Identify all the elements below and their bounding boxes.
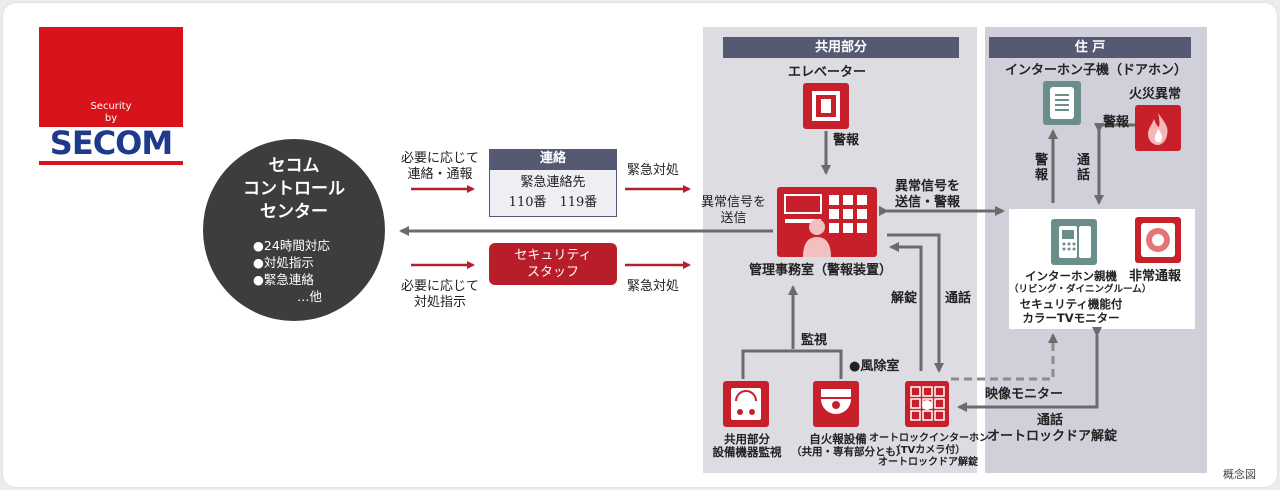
video-monitor-label: 映像モニター (985, 387, 1064, 402)
concept-note: 概念図 (1223, 468, 1256, 481)
cc-title-line: コントロール (243, 179, 345, 199)
contact-line-2: 110番 119番 (508, 195, 598, 210)
cc-service: ●24時間対応 (253, 238, 330, 253)
keypad-glyph (910, 386, 945, 421)
contact-box-body: 緊急連絡先 110番 119番 (489, 169, 617, 217)
instruct-note-line: 対処指示 (414, 295, 467, 310)
elevator-icon (803, 83, 849, 129)
dwelling-alarm-label: 警報 (1103, 115, 1130, 130)
equipment-caption-line: 共用部分 (724, 432, 770, 446)
signal-alarm-label: 異常信号を 送信・警報 (895, 179, 960, 211)
autolock-intercom-icon (905, 381, 949, 427)
meter-glyph (731, 388, 761, 420)
master-caption-line: （リビング・ダイニングルーム） (1009, 284, 1152, 295)
unlock-label: 解錠 (891, 291, 918, 306)
control-center-title: セコム コントロール センター (203, 155, 385, 224)
equipment-caption: 共用部分 設備機器監視 (703, 433, 791, 459)
management-room-label: 管理事務室（警報装置） (749, 263, 893, 278)
emergency-call-label: 非常通報 (1129, 269, 1182, 284)
master-intercom-icon (1051, 219, 1097, 265)
emergency-label-1: 緊急対処 (627, 163, 680, 178)
alarm-signal-line: 送信 (720, 211, 747, 226)
monitor-label: 監視 (801, 333, 828, 348)
master-intercom-glyph (1059, 226, 1091, 258)
staff-line: セキュリティ (514, 248, 592, 263)
talk-unlock-label: 通話 オートロックドア解錠 (987, 413, 1117, 445)
contact-box-header: 連絡 (489, 149, 617, 169)
secom-logo-band (39, 127, 183, 163)
alarm-signal-label: 異常信号を 送信 (701, 195, 766, 227)
fire-caption-line: 自火報設備 (809, 432, 867, 446)
logo-line-security: Security (90, 101, 132, 112)
fire-caption-line: （共用・専有部分とも） (791, 446, 907, 458)
contact-note-line: 必要に応じて (401, 151, 480, 166)
talk-unlock-line (957, 327, 1102, 412)
secom-logo-tagline: Security by (63, 101, 159, 125)
security-staff-box: セキュリティ スタッフ (489, 243, 617, 285)
autolock-caption-line: オートロックインターホン (869, 433, 989, 444)
cc-service: ●対処指示 (253, 255, 314, 270)
secom-logo-text: SECOM (49, 124, 173, 162)
fire-anomaly-label: 火災異常 (1129, 87, 1182, 102)
emergency-label-2: 緊急対処 (627, 279, 680, 294)
secom-logo-underline (39, 161, 183, 165)
secom-logo-red (39, 27, 183, 127)
unlock-line (887, 233, 944, 373)
cc-title-line: セコム (268, 156, 320, 176)
dwelling-header: 住 戸 (989, 37, 1191, 58)
instruct-note: 必要に応じて 対処指示 (401, 279, 479, 311)
equipment-monitor-icon (723, 381, 769, 427)
master-caption-line: セキュリティ機能付 (1019, 297, 1123, 311)
talk-label: 通話 (945, 291, 972, 306)
autolock-caption: オートロックインターホン （TVカメラ付） オートロックドア解錠 (869, 433, 989, 469)
contact-line-1: 緊急連絡先 (520, 175, 586, 190)
fire-alarm-equipment-icon (813, 381, 859, 427)
alarm-panel-glyph (784, 194, 867, 257)
autolock-caption-line: オートロックドア解錠 (878, 457, 978, 468)
equipment-caption-line: 設備機器監視 (712, 445, 782, 459)
talk-unlock-line: オートロックドア解錠 (987, 429, 1118, 444)
door-intercom-label: インターホン子機（ドアホン） (1004, 63, 1187, 78)
instruct-note-line: 必要に応じて (401, 279, 480, 294)
signal-alarm-line: 送信・警報 (895, 195, 961, 210)
flow-arrows (399, 123, 1135, 412)
master-intercom-caption: インターホン親機 （リビング・ダイニングルーム） セキュリティ機能付 カラーTV… (1009, 269, 1152, 325)
windbreak-room-label: ●風除室 (849, 359, 900, 374)
monitor-branch-line (741, 349, 843, 379)
video-monitor-line (951, 333, 1058, 381)
common-area-header: 共用部分 (723, 37, 959, 58)
emergency-call-icon (1135, 217, 1181, 263)
autolock-caption-line: （TVカメラ付） (890, 445, 966, 456)
logo-line-by: by (104, 113, 118, 124)
staff-line: スタッフ (526, 265, 579, 280)
door-intercom-icon (1043, 81, 1081, 125)
contact-note: 必要に応じて 連絡・通報 (401, 151, 479, 183)
fire-alarm-line (1097, 123, 1135, 131)
master-caption-line: カラーTVモニター (1022, 311, 1120, 325)
flame-glyph (1148, 113, 1168, 145)
signal-alarm-line: 異常信号を (895, 179, 961, 194)
control-center-services: ●24時間対応 ●対処指示 ●緊急連絡 …他 (253, 237, 330, 305)
contact-note-line: 連絡・通報 (407, 167, 473, 182)
talk-line (889, 242, 923, 371)
elevator-alarm-label: 警報 (833, 133, 860, 148)
elevator-label: エレベーター (787, 65, 866, 80)
control-center-circle (203, 139, 385, 321)
talk-unlock-line: 通話 (1037, 413, 1064, 428)
alarm-signal-line: 異常信号を (701, 195, 767, 210)
master-caption-line: インターホン親機 (1025, 269, 1117, 283)
emergency-button-glyph (1141, 223, 1175, 257)
doorphone-glyph (1050, 87, 1074, 119)
cc-service: …他 (297, 289, 323, 304)
cc-service: ●緊急連絡 (253, 272, 314, 287)
fire-icon (1135, 105, 1181, 151)
alarm-vertical-label: 警報 (1035, 153, 1049, 183)
fire-equipment-caption: 自火報設備 （共用・専有部分とも） (791, 432, 907, 459)
management-alarm-panel-icon (777, 187, 877, 257)
talk-vertical-label: 通話 (1077, 153, 1091, 183)
cc-title-line: センター (260, 202, 328, 222)
elevator-glyph (812, 91, 840, 121)
fire-detector-glyph (821, 389, 851, 414)
